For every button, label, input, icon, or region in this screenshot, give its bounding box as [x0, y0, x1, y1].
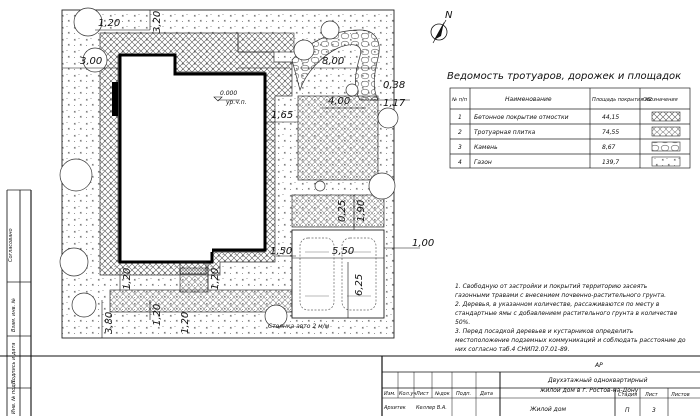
note-line: 2. Деревья, в указанном количестве, расс…	[455, 301, 660, 308]
side-label-signature: Подпись и дата	[11, 343, 17, 384]
dim-3-20: 3,20	[152, 11, 163, 33]
stamp-header-kol: Кол.уч	[399, 391, 416, 397]
row-1-num: 1	[458, 114, 462, 121]
dim-4-00: 4,00	[328, 96, 350, 107]
title-block: АР Изм. Кол.уч Лист №док Подп. Дата Двух…	[0, 355, 700, 416]
row-3-num: 3	[458, 144, 462, 151]
statement-table: Ведомость тротуаров, дорожек и площадок …	[447, 71, 691, 169]
stamp-col-stage: Стадия	[618, 392, 637, 398]
trees	[59, 7, 399, 328]
note-line: стандартные ямы с добавлением растительн…	[455, 310, 678, 317]
dim-0-38: 0,38	[383, 80, 405, 91]
dim-1-20-d: 1,20	[180, 312, 191, 334]
parking-area	[291, 229, 385, 319]
note-line: газонными травами с внесением почвенно-р…	[455, 292, 666, 299]
side-label-agreed: Согласовано	[8, 228, 14, 262]
note-line: 3. Перед посадкой деревьев и кустарников…	[455, 328, 634, 335]
row-3-area: 8,67	[602, 144, 616, 151]
dim-1-65: 1,65	[271, 110, 293, 121]
dim-3-80: 3,80	[104, 312, 115, 334]
dim-1-00: 1,00	[412, 238, 434, 249]
dim-8-00: 8,00	[322, 56, 344, 67]
dim-1-20-top: 1,20	[98, 18, 120, 29]
side-label-inventory: Инв. № подл.	[11, 380, 17, 415]
house-outline	[112, 53, 272, 275]
dim-5-50: 5,50	[332, 246, 354, 257]
stamp-col-sheets: Листов	[670, 392, 690, 398]
side-label-replaced: Взам. инв. №	[11, 298, 17, 332]
row-1-name: Бетонное покрытие отмостки	[474, 114, 569, 121]
stamp-sheet-no: 3	[652, 407, 656, 414]
row-2-num: 2	[458, 129, 462, 136]
dim-1-20-b: 1,20	[152, 304, 163, 326]
level-mark-value: 0.000	[220, 90, 237, 97]
dim-1-17: 1,17	[383, 98, 406, 109]
dim-6-25: 6,25	[354, 274, 365, 296]
row-2-area: 74,55	[602, 129, 619, 136]
stamp-stage: П	[625, 407, 630, 414]
stamp-sheet-name: Жилой дом	[529, 406, 566, 413]
statement-title: Ведомость тротуаров, дорожек и площадок	[447, 71, 681, 82]
row-2-name: Тротуарная плитка	[474, 129, 536, 136]
north-arrow: N	[430, 10, 453, 44]
stamp-header-sign: Подп.	[456, 391, 471, 397]
dim-1-20-c: 1,20	[210, 268, 221, 290]
level-mark-label: ур.ч.п.	[225, 99, 247, 106]
note-line: них согласно таб.4 СНИП2.07.01-89.	[455, 346, 570, 353]
notes: 1. Свободную от застройки и покрытий тер…	[455, 283, 686, 353]
row-4-num: 4	[458, 159, 462, 166]
header-symbol: Обозначения	[643, 97, 678, 103]
note-line: местоположение подземных коммуникаций и …	[455, 337, 686, 344]
concrete-band	[237, 32, 295, 53]
north-label: N	[445, 10, 453, 21]
note-line: 1. Свободную от застройки и покрытий тер…	[455, 283, 648, 290]
dim-1-20-a: 1,20	[122, 268, 133, 290]
symbol-lawn	[651, 156, 681, 167]
dim-1-90: 1,90	[356, 200, 367, 222]
stamp-title-line-2: жилой дом в г. Ростов-на-Дону	[539, 387, 639, 394]
symbol-tile	[651, 126, 681, 137]
stamp-header-izm: Изм.	[384, 391, 396, 397]
parking-label: Стоянка авто 2 м/м	[268, 323, 330, 330]
row-4-name: Газон	[474, 159, 492, 166]
stamp-code: АР	[594, 362, 603, 369]
stamp-col-sheet: Лист	[644, 392, 659, 398]
row-4-area: 139,7	[602, 159, 619, 166]
stamp-title-line-1: Двухэтажный одноквартирный	[547, 377, 648, 384]
dim-1-50: 1,50	[270, 246, 292, 257]
stamp-header-list: Лист	[415, 391, 430, 397]
paving-tiles	[109, 95, 385, 313]
header-num: № п/п	[451, 97, 468, 103]
stamp-header-date: Дата	[479, 391, 493, 397]
binding-margin: Согласовано Взам. инв. № Подпись и дата …	[6, 189, 32, 416]
dimension-lines	[62, 10, 420, 338]
row-1-area: 44,15	[602, 114, 619, 121]
dim-3-00: 3,00	[80, 56, 102, 67]
dim-0-25: 0,25	[337, 200, 348, 222]
stamp-header-doc: №док	[434, 391, 450, 397]
stamp-role: Архитек	[383, 405, 406, 411]
symbol-stone	[651, 141, 681, 152]
stamp-person: Келлер В.А.	[416, 405, 447, 411]
header-area: Площадь покрытия м2	[592, 97, 652, 103]
note-line: 50%.	[455, 319, 470, 326]
row-3-name: Камень	[474, 144, 498, 151]
symbol-concrete	[651, 111, 681, 122]
level-mark-symbol	[213, 96, 223, 102]
header-name: Наименование	[505, 96, 552, 103]
